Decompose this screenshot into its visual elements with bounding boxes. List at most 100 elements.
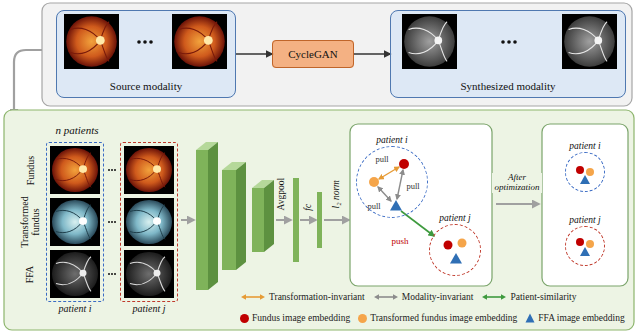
- legend-text: Fundus image embedding: [252, 313, 350, 323]
- figure-part: [111, 273, 113, 275]
- annotation: After optimization: [492, 173, 542, 193]
- fundus-image: [50, 146, 100, 194]
- legend-text: Transformation-invariant: [269, 292, 365, 302]
- process-box: CycleGAN: [272, 40, 354, 68]
- figure-part: [374, 294, 398, 299]
- cnn-blocks: [196, 142, 274, 290]
- norm-bar: [317, 192, 322, 248]
- figure-part: [111, 169, 113, 171]
- figure-part: [576, 238, 584, 246]
- annotation: pull: [368, 202, 381, 211]
- figure-part: [586, 240, 594, 248]
- figure-part: [114, 221, 116, 223]
- figure-part: [450, 253, 462, 264]
- figure-part: [196, 150, 208, 290]
- figure-part: [222, 170, 236, 270]
- legend-sample: [373, 292, 399, 302]
- annotation: pull: [407, 182, 420, 191]
- legend-item: Transformation-invariant: [240, 292, 365, 302]
- legend-sample: [525, 313, 535, 323]
- figure-part: [586, 168, 594, 176]
- pull-arrow: [379, 167, 399, 179]
- annotation: Fundus: [25, 155, 36, 184]
- figure-part: [580, 247, 590, 256]
- figure-part: [513, 40, 517, 44]
- legend-sample: [525, 313, 535, 323]
- box-fill: [390, 10, 626, 98]
- figure-part: [137, 40, 141, 44]
- box-title: Source modality: [110, 80, 182, 93]
- figure-part: [264, 180, 274, 252]
- legend-sample: [373, 292, 399, 302]
- annotation: FFA: [24, 265, 35, 283]
- figure-part: [399, 159, 409, 169]
- patient-group: patient j: [120, 142, 178, 302]
- figure-part: [444, 241, 453, 250]
- top-panel: [42, 3, 632, 106]
- legend-sample: [240, 292, 266, 302]
- cluster-circle: patient j: [429, 224, 481, 276]
- figure-part: [507, 40, 511, 44]
- box-title: Synthesized modality: [460, 80, 555, 93]
- patient-label: patient i: [58, 303, 91, 315]
- transformed-image: [50, 198, 100, 246]
- legend-item: Patient-similarity: [481, 292, 576, 302]
- synth-image: [562, 14, 617, 69]
- pull-arrow: [397, 170, 403, 199]
- figure-part: [149, 40, 153, 44]
- fc-bar: [293, 178, 299, 262]
- connector-arrow: [236, 53, 272, 55]
- annotation: l₂ norm: [331, 180, 341, 208]
- legend-sample: [481, 292, 507, 302]
- figure-part: [236, 162, 246, 270]
- fundus-image: [64, 14, 119, 69]
- figure-part: [485, 296, 503, 298]
- figure-part: [252, 188, 264, 252]
- pull-arrow: [378, 187, 391, 201]
- annotation: n patients: [56, 124, 99, 136]
- figure-part: [111, 221, 113, 223]
- annotation: Transformed fundus: [19, 196, 41, 248]
- annotation: pull: [376, 155, 389, 164]
- bottom-panel: [4, 110, 634, 330]
- figure-part: [576, 166, 584, 174]
- legend-swatch: [358, 314, 367, 323]
- flow-arrow: [276, 219, 291, 221]
- figure-part: [114, 273, 116, 275]
- transformed-image: [124, 198, 174, 246]
- legend-text: Transformed fundus image embedding: [370, 313, 517, 323]
- figure-part: [369, 177, 379, 187]
- embedding-panel: [542, 124, 628, 286]
- ellipsis-dots: [108, 169, 116, 275]
- ffa-image: [50, 250, 100, 298]
- flow-arrow: [496, 203, 539, 205]
- legend-text: FFA image embedding: [538, 313, 624, 323]
- figure-part: [114, 169, 116, 171]
- legend-sample: [481, 292, 507, 302]
- patient-label: patient j: [569, 215, 600, 226]
- figure-part: [108, 169, 110, 171]
- legend-row: Fundus image embedding Transformed fundus…: [240, 313, 625, 323]
- figure-part: [580, 175, 590, 184]
- fundus-image: [124, 146, 174, 194]
- ffa-image: [124, 250, 174, 298]
- cluster-circle: patient i: [565, 152, 605, 192]
- embedding-panel: [350, 124, 492, 286]
- legend-swatch: [240, 314, 249, 323]
- cluster-circle: patient j: [565, 226, 605, 266]
- box-title: CycleGAN: [288, 48, 338, 61]
- legend-sample: [240, 292, 266, 302]
- figure-part: [501, 40, 505, 44]
- patient-label: patient j: [439, 213, 470, 224]
- modality-box: Source modality: [56, 10, 236, 98]
- figure-part: [241, 294, 265, 299]
- embeddings: [369, 159, 594, 264]
- flow-arrow: [181, 219, 194, 221]
- push-arrow: [401, 211, 434, 236]
- figure-part: [108, 273, 110, 275]
- figure-part: [244, 296, 262, 298]
- modality-box: Synthesized modality: [390, 10, 626, 98]
- figure-part: [390, 200, 402, 211]
- figure-part: [526, 314, 535, 323]
